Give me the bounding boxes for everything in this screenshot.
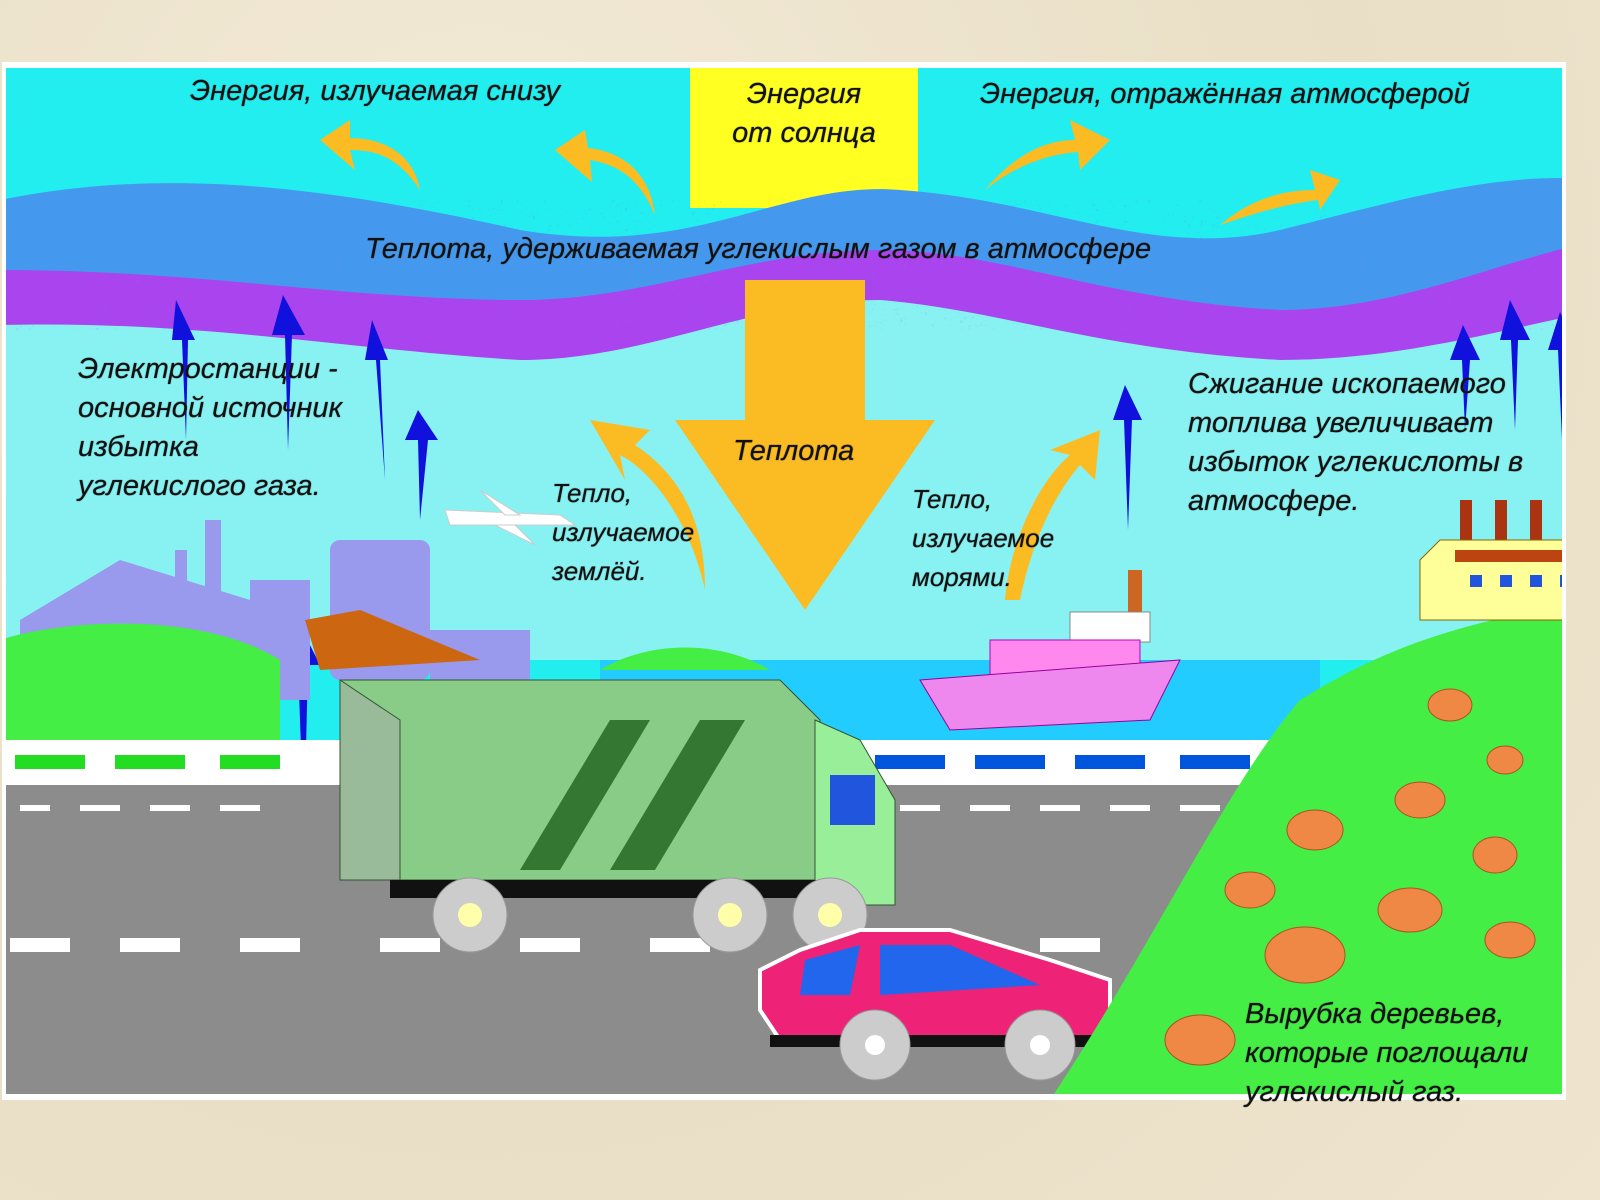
label-line: углекислый газ.: [1245, 1076, 1464, 1108]
factory: [1419, 500, 1562, 621]
label-line: избытка: [78, 431, 199, 463]
road-markings-blue: [875, 755, 1250, 769]
label-power-plants: Электростанции - основной источник избыт…: [78, 350, 342, 506]
roof: [305, 610, 480, 670]
label-line: излучаемое: [912, 523, 1055, 553]
label-line: Энергия: [746, 78, 862, 110]
heat-arrow-down: [675, 280, 935, 610]
ship: [919, 570, 1181, 731]
co2-emission-arrows: [172, 295, 1562, 1010]
label-energy-reflected: Энергия, отражённая атмосферой: [980, 78, 1470, 110]
label-line: атмосфере.: [1188, 485, 1360, 517]
car: [758, 928, 1112, 1081]
label-line: основной источник: [78, 392, 343, 424]
label-heat-retained: Теплота, удерживаемая углекислым газом в…: [365, 233, 1152, 265]
bushes-left: [6, 623, 280, 740]
label-line: Электростанции -: [78, 353, 338, 385]
label-line: Тепло,: [912, 484, 993, 514]
label-line: углекислого газа.: [78, 470, 321, 502]
hill-right: [1053, 605, 1562, 1094]
label-line: которые поглощали: [1245, 1037, 1529, 1069]
label-line: Тепло,: [552, 478, 633, 508]
label-energy-from-sun: Энергия от солнца: [690, 75, 918, 153]
label-line: топлива увеличивает: [1188, 407, 1494, 439]
label-heat-from-earth: Тепло, излучаемое землёй.: [552, 474, 694, 591]
label-line: землёй.: [552, 556, 647, 586]
label-line: Сжигание ископаемого: [1188, 368, 1506, 400]
label-fossil-fuel: Сжигание ископаемого топлива увеличивает…: [1188, 365, 1523, 521]
label-line: от солнца: [732, 117, 876, 149]
label-line: морями.: [912, 562, 1012, 592]
airplane: [444, 489, 577, 546]
label-heat: Теплота: [733, 435, 855, 467]
label-heat-from-seas: Тепло, излучаемое морями.: [912, 480, 1054, 597]
road-markings-green: [15, 755, 280, 769]
tree-stumps: [1164, 688, 1536, 1066]
label-line: излучаемое: [552, 517, 695, 547]
label-deforestation: Вырубка деревьев, которые поглощали угле…: [1245, 995, 1528, 1112]
label-energy-from-below: Энергия, излучаемая снизу: [190, 75, 560, 107]
lane-markings: [10, 805, 1220, 952]
truck: [339, 679, 896, 953]
hill-center: [600, 647, 770, 670]
label-line: Вырубка деревьев,: [1245, 998, 1505, 1030]
reflected-energy-arrows: [320, 120, 1340, 600]
label-line: избыток углекислоты в: [1188, 446, 1524, 478]
sun-energy-band: [690, 68, 918, 208]
